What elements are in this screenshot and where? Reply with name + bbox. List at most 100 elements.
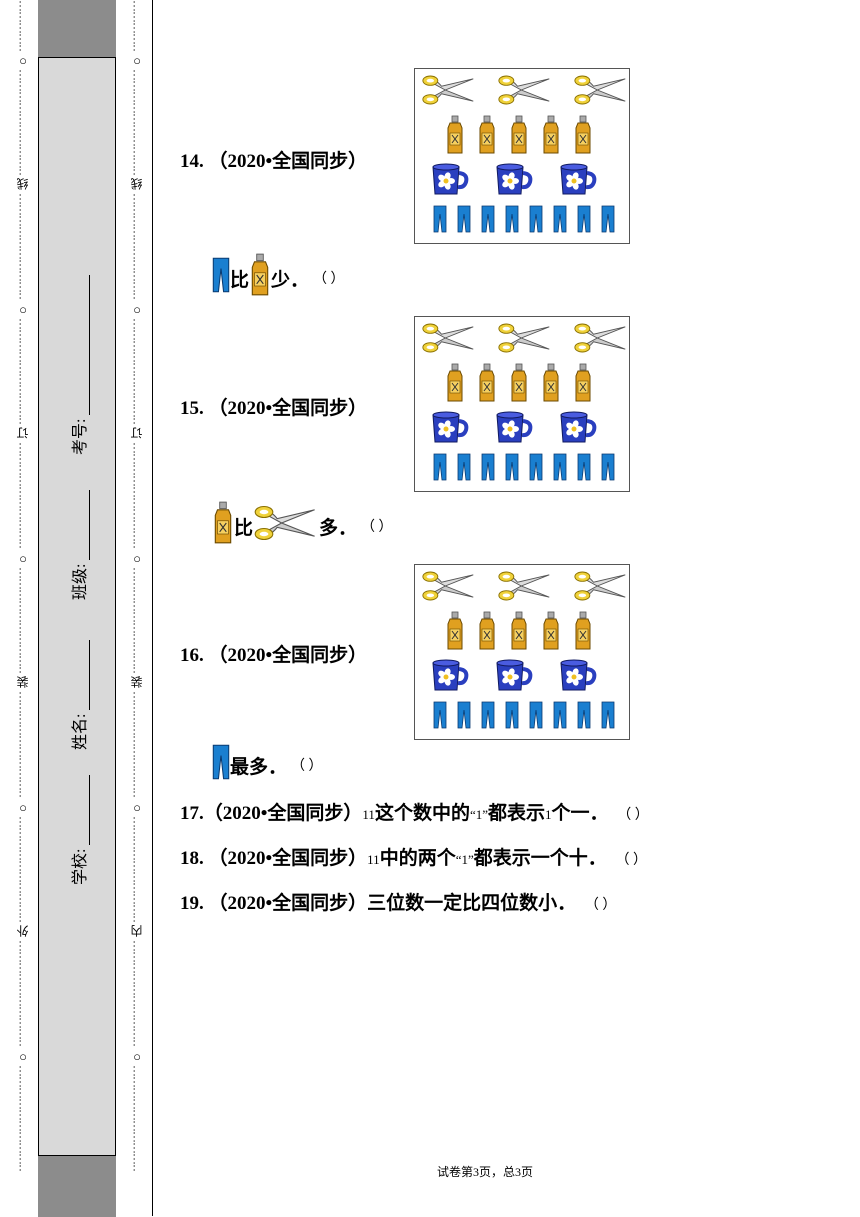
school-field[interactable]: 学校: <box>66 774 90 885</box>
answer-paren[interactable]: （ ） <box>615 853 648 868</box>
grey-strip <box>38 0 116 1216</box>
pants-icon <box>481 205 495 233</box>
name-blank[interactable] <box>73 639 90 710</box>
scissors-icon <box>574 75 626 105</box>
pants-icon <box>457 453 471 481</box>
object-picture <box>414 316 630 492</box>
dotted-line: ……………………………………………… <box>16 1065 30 1171</box>
cup-icon <box>496 411 533 443</box>
question-source: （2020•全国同步） <box>208 398 368 419</box>
pants-icon <box>577 205 591 233</box>
pants-icon <box>505 205 519 233</box>
answer-paren[interactable]: （ ） <box>617 808 649 823</box>
question-source: （2020•全国同步） <box>208 151 368 172</box>
cut-ring-icon: ○ <box>133 800 141 815</box>
answer-paren[interactable]: （ ） <box>584 898 617 913</box>
cup-icon <box>432 163 469 195</box>
scissors-icon <box>254 505 315 541</box>
cut-ring-icon: ○ <box>19 1049 27 1064</box>
picture-row <box>415 453 647 481</box>
pants-icon <box>457 205 471 233</box>
bottle-icon <box>447 115 463 154</box>
answer-paren[interactable]: （ ） <box>361 520 393 535</box>
dotted-line: ……………………………………………… <box>130 318 144 424</box>
statement-15: 比 多． （ ） <box>212 500 393 552</box>
question-number: 14. <box>180 151 204 172</box>
question-number: 18. <box>180 848 204 869</box>
number-11: 11 <box>367 852 380 867</box>
pants-icon <box>601 453 615 481</box>
dotted-line: ……………………………………………… <box>130 691 144 799</box>
bottle-icon <box>479 115 495 154</box>
bottle-icon <box>575 363 591 402</box>
pants-icon <box>212 744 230 786</box>
cut-ring-icon: ○ <box>19 53 27 68</box>
class-field[interactable]: 班级: <box>66 489 90 600</box>
scissors-icon <box>422 323 474 353</box>
dotted-line: ……………………………………………… <box>16 318 30 424</box>
text: 这个数中的 <box>374 803 470 824</box>
pants-icon <box>505 453 519 481</box>
cut-ring-icon: ○ <box>133 1049 141 1064</box>
exam-no-field[interactable]: 考号: <box>66 274 90 455</box>
pants-icon <box>601 701 615 729</box>
quoted-1: “1” <box>455 852 474 867</box>
bottle-icon <box>511 115 527 154</box>
dark-block-top <box>38 0 116 58</box>
object-picture <box>414 564 630 740</box>
bottle-icon <box>479 611 495 650</box>
statement-14: 比 少． （ ） <box>212 252 345 304</box>
pants-icon <box>529 205 543 233</box>
text: 三位数一定比四位数小． <box>367 893 577 914</box>
bottle-icon <box>511 611 527 650</box>
question-source: （2020•全国同步） <box>208 848 368 869</box>
picture-row <box>415 611 659 651</box>
exam-no-blank[interactable] <box>73 274 90 415</box>
text: 都表示 <box>488 803 546 824</box>
pants-icon <box>577 701 591 729</box>
bottle-icon <box>212 500 234 552</box>
picture-row <box>415 657 643 693</box>
picture-row <box>415 115 659 155</box>
inner-cut-line: ………………………○………………………………………………线……………………………… <box>129 0 145 1216</box>
answer-paren[interactable]: （ ） <box>291 759 323 774</box>
scissors-icon <box>574 323 626 353</box>
name-field[interactable]: 姓名: <box>66 639 90 750</box>
name-label: 姓名: <box>72 713 89 750</box>
dotted-line: ……………………………………………… <box>130 940 144 1048</box>
statement-mid: 比 <box>230 269 250 291</box>
answer-paren[interactable]: （ ） <box>313 272 345 287</box>
cut-ring-icon: ○ <box>133 53 141 68</box>
pants-icon <box>505 701 519 729</box>
question-14: 14. （2020•全国同步） <box>180 146 367 173</box>
cut-line-word: 线 <box>15 178 30 190</box>
question-source: （2020•全国同步） <box>203 803 363 824</box>
cut-line-word: 线 <box>129 178 144 190</box>
text: 个一． <box>551 803 609 824</box>
school-blank[interactable] <box>73 774 90 845</box>
question-number: 15. <box>180 398 204 419</box>
picture-row <box>415 569 635 603</box>
scissors-icon <box>498 323 550 353</box>
object-picture <box>414 68 630 244</box>
pants-icon <box>457 701 471 729</box>
text: 中的两个 <box>379 848 456 869</box>
page-number: 试卷第3页，总3页 <box>436 1165 533 1179</box>
pants-icon <box>433 701 447 729</box>
question-15: 15. （2020•全国同步） <box>180 393 367 420</box>
statement-16: 最多． （ ） <box>212 744 323 786</box>
scissors-icon <box>253 503 319 549</box>
cup-icon <box>560 659 597 691</box>
bottle-icon <box>249 252 271 304</box>
cup-icon <box>432 659 469 691</box>
dotted-line: ……………………………………………… <box>16 816 30 922</box>
pants-icon <box>481 701 495 729</box>
dotted-line: ……………………………………………… <box>130 816 144 922</box>
picture-row <box>415 73 635 107</box>
scissors-icon <box>498 75 550 105</box>
question-19: 19. （2020•全国同步）三位数一定比四位数小． （ ） <box>180 888 616 915</box>
cut-ring-icon: ○ <box>19 800 27 815</box>
class-blank[interactable] <box>73 489 90 560</box>
pants-icon <box>433 453 447 481</box>
picture-row <box>415 701 647 729</box>
